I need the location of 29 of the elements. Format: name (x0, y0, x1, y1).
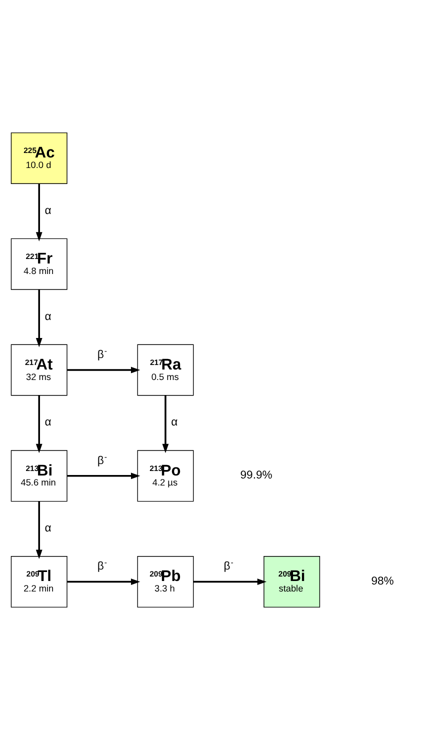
arrow (67, 472, 140, 480)
node-box: $^{213}$Bi 45.6 min (10, 450, 68, 502)
node-box: $^{225}$Ac 10.0 d (10, 132, 68, 184)
node-box: $^{209}$Pb 3.3 h (137, 556, 194, 608)
edge-label: α (44, 310, 52, 323)
edge-label: α (171, 416, 178, 429)
edge-label: β$^{-}$ (97, 452, 108, 467)
label: 99.9% (240, 470, 272, 482)
node-box: $^{221}$Fr 4.8 min (10, 238, 68, 290)
edge-label: β$^{-}$ (224, 558, 234, 573)
arrow (36, 501, 42, 559)
arrow (162, 395, 169, 454)
arrow (67, 366, 140, 374)
node-box: $^{209}$Bi stable (264, 556, 320, 608)
node-box: $^{213}$Po 4.2 µs (137, 450, 194, 502)
node-box: $^{209}$Tl 2.2 min (10, 556, 68, 608)
edge-label: α (44, 204, 52, 217)
arrow (67, 578, 140, 585)
arrow (36, 395, 42, 454)
edge-label: α (44, 522, 52, 535)
node-box: $^{217}$Ra 0.5 ms (137, 344, 194, 396)
arrow (36, 184, 42, 242)
edge-label: α (44, 416, 52, 429)
arrow (36, 290, 42, 348)
node-box: $^{217}$At 32 ms (10, 344, 68, 396)
arrow (194, 578, 267, 585)
edge-label: β$^{-}$ (97, 346, 108, 361)
edge-label: β$^{-}$ (97, 558, 108, 573)
label: 98% (371, 575, 394, 588)
